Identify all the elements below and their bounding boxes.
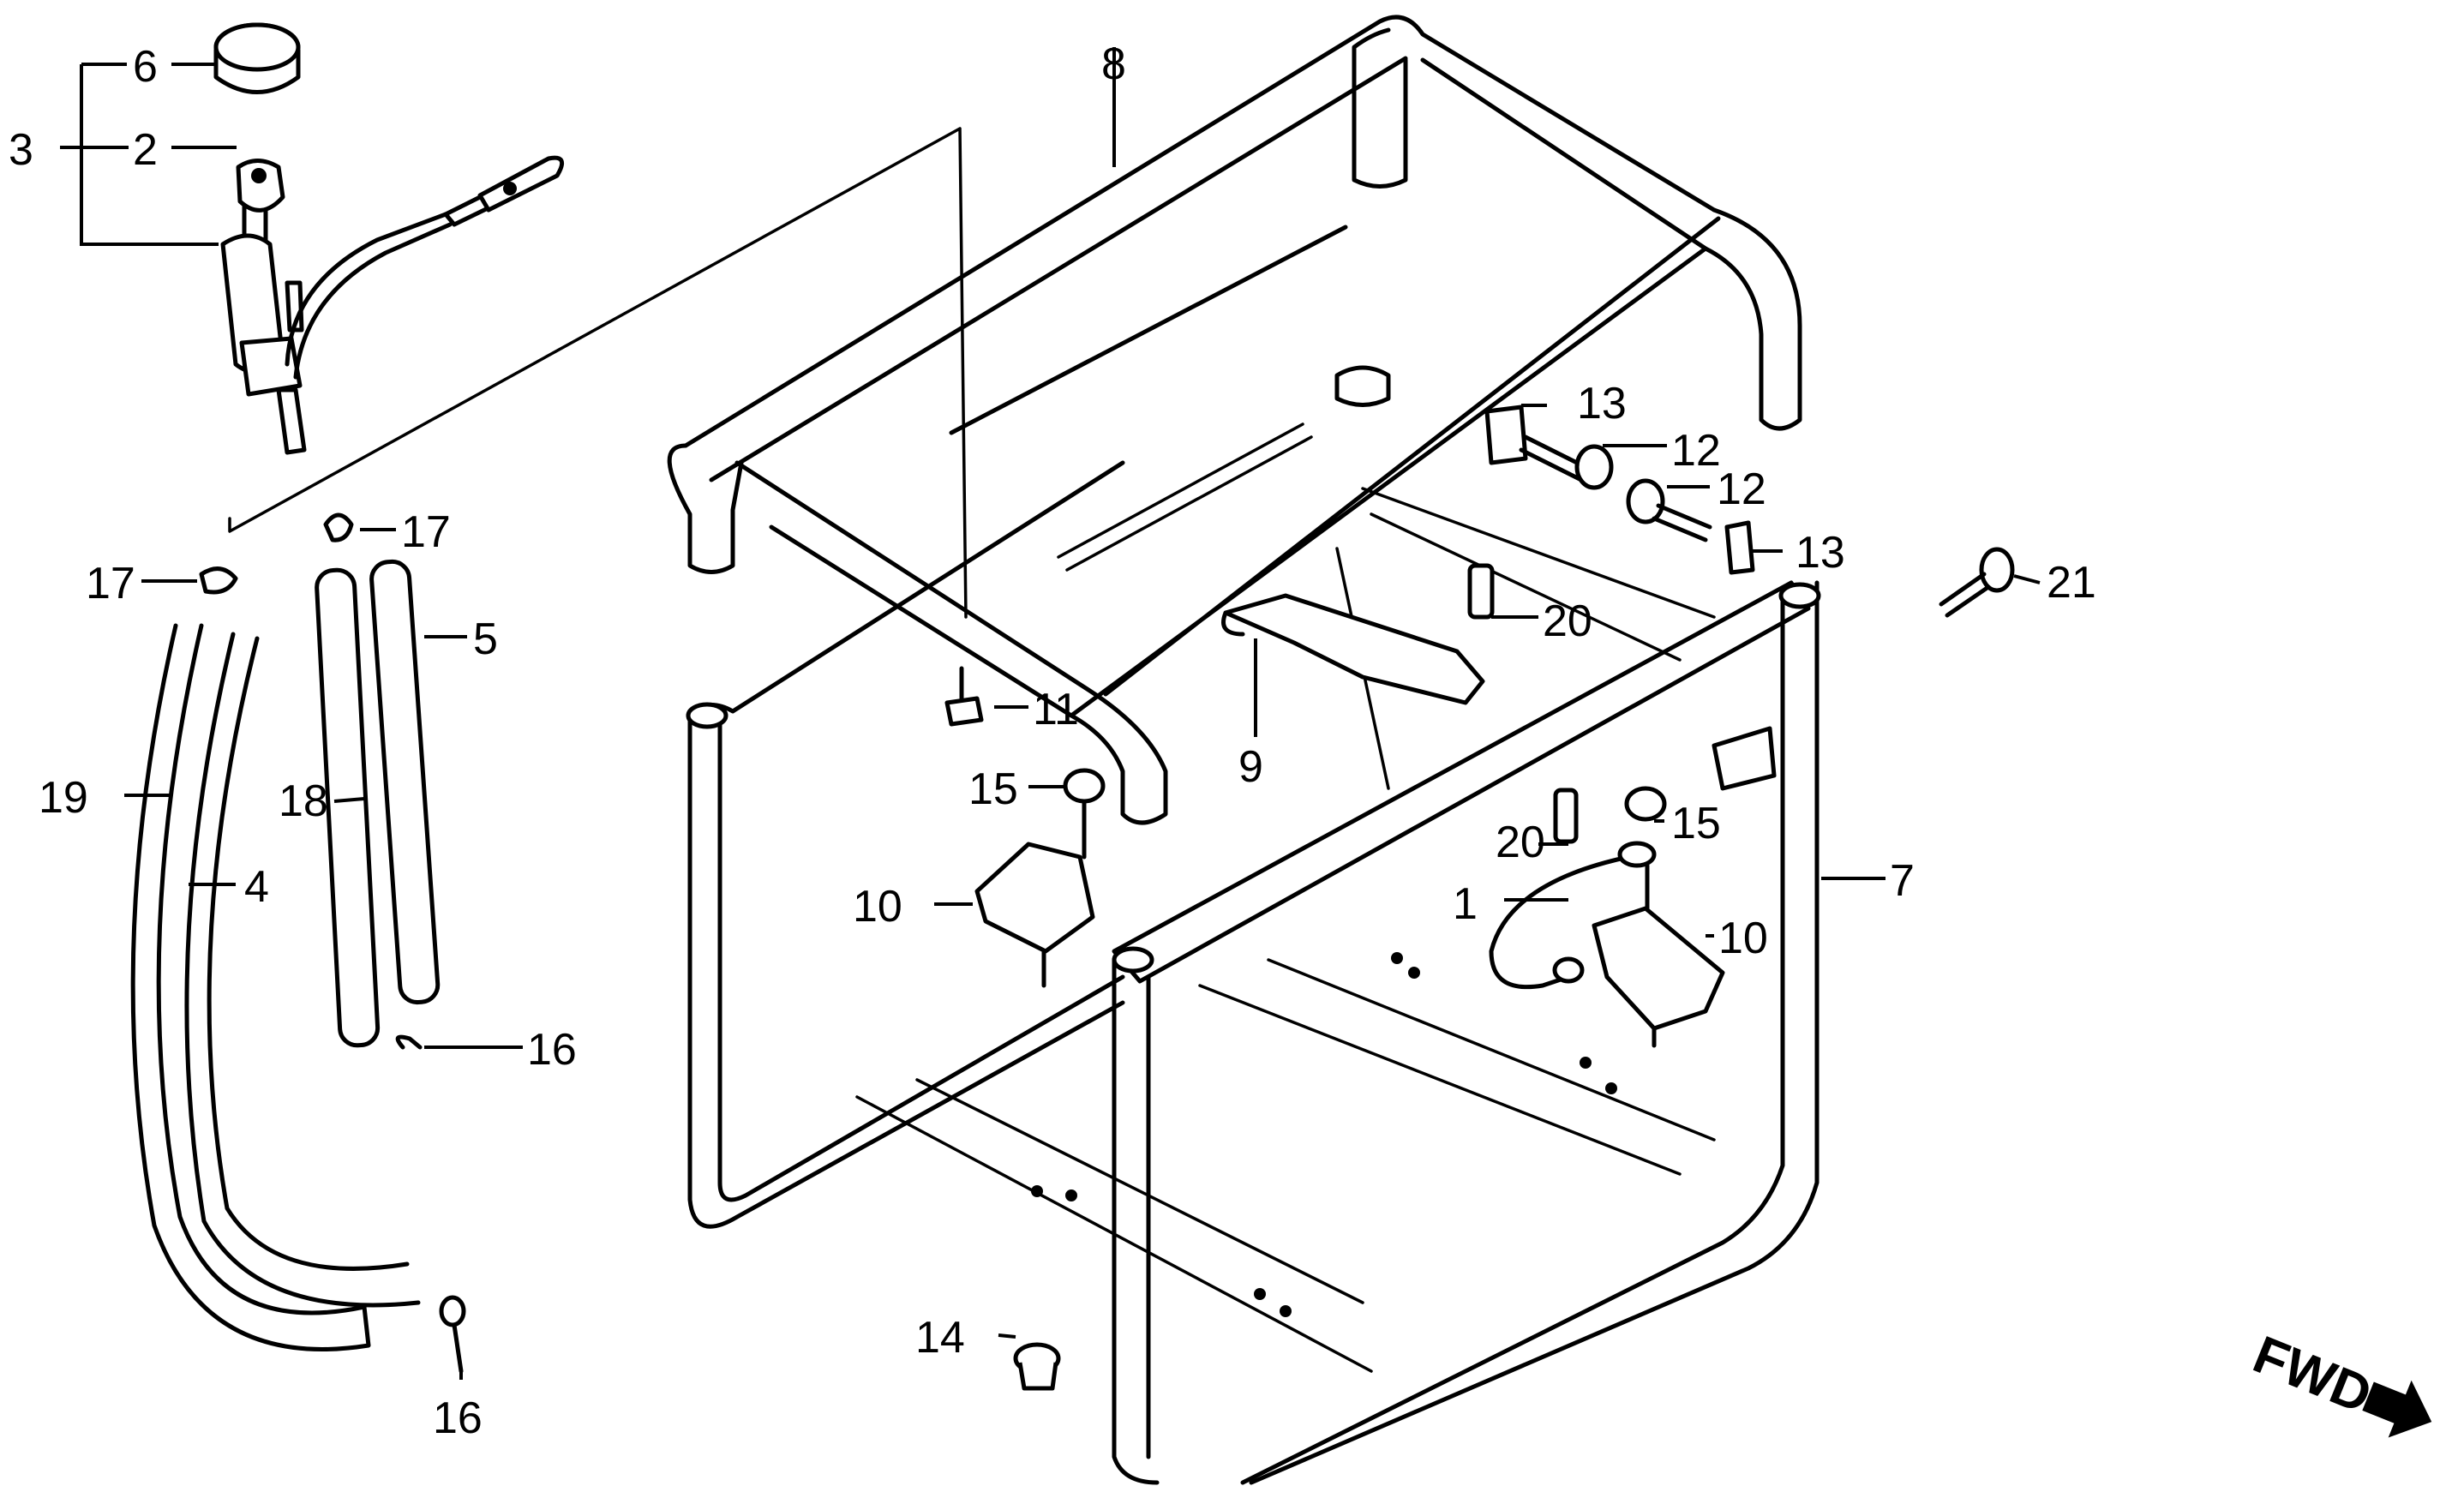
callout-19: 19 bbox=[39, 773, 88, 823]
part-12-bolt-a[interactable] bbox=[1519, 434, 1614, 490]
part-10-mount-right[interactable] bbox=[1592, 863, 1725, 1048]
switch-assembly-group bbox=[60, 22, 565, 455]
part-15-nut-a[interactable] bbox=[1063, 768, 1106, 804]
leader-lines bbox=[124, 47, 2041, 1380]
callout-12-a: 12 bbox=[1671, 426, 1721, 476]
callout-17-b: 17 bbox=[86, 559, 135, 608]
bracket-line-3 bbox=[60, 63, 219, 246]
callout-18: 18 bbox=[279, 776, 328, 826]
callout-16-b: 16 bbox=[433, 1393, 483, 1443]
callout-labels: 6 3 2 8 13 12 12 13 21 20 9 11 15 15 20 … bbox=[9, 39, 2096, 1443]
callout-8: 8 bbox=[1101, 39, 1126, 89]
callout-4: 4 bbox=[244, 862, 269, 912]
part-17-clamp-b[interactable] bbox=[199, 566, 238, 595]
part-20-bolt-a[interactable] bbox=[1467, 563, 1495, 620]
part-7-base-frame[interactable] bbox=[686, 460, 1821, 1485]
part-20-bolt-b[interactable] bbox=[1553, 788, 1579, 844]
callout-17-a: 17 bbox=[401, 507, 451, 557]
part-13-clip-a[interactable] bbox=[1484, 404, 1528, 465]
part-16-clip-b[interactable] bbox=[439, 1295, 466, 1374]
arrow-right-icon bbox=[2362, 1380, 2432, 1438]
part-18-hose[interactable] bbox=[315, 567, 381, 1048]
callout-7: 7 bbox=[1890, 856, 1915, 906]
callout-3: 3 bbox=[9, 125, 33, 175]
part-2-knob[interactable] bbox=[236, 159, 285, 247]
part-16-clip-a[interactable] bbox=[395, 1034, 423, 1050]
callout-13-b: 13 bbox=[1796, 528, 1845, 578]
callout-2: 2 bbox=[133, 125, 158, 175]
callout-11: 11 bbox=[1033, 685, 1079, 734]
callout-10-a: 10 bbox=[853, 882, 902, 932]
forward-direction-indicator: FWD bbox=[2245, 1325, 2432, 1438]
part-4-hose[interactable] bbox=[184, 632, 421, 1308]
callout-20-a: 20 bbox=[1543, 596, 1592, 646]
callout-14: 14 bbox=[915, 1313, 965, 1363]
callout-16-a: 16 bbox=[527, 1025, 577, 1075]
part-9-bracket[interactable] bbox=[1221, 593, 1485, 705]
fwd-label: FWD bbox=[2245, 1325, 2380, 1425]
callout-1: 1 bbox=[1453, 879, 1478, 929]
part-6-cap[interactable] bbox=[213, 22, 301, 94]
part-10-mount-left[interactable] bbox=[974, 786, 1095, 988]
part-11-screw[interactable] bbox=[944, 666, 984, 727]
part-17-clamp-a[interactable] bbox=[323, 512, 354, 542]
mounting-reference-lines bbox=[228, 127, 968, 619]
callout-6: 6 bbox=[133, 42, 158, 92]
part-13-clip-b[interactable] bbox=[1724, 520, 1755, 575]
callout-21: 21 bbox=[2047, 558, 2096, 608]
callout-10-b: 10 bbox=[1718, 914, 1768, 963]
part-15-nut-b[interactable] bbox=[1624, 786, 1667, 822]
callout-5: 5 bbox=[473, 614, 498, 664]
callout-15-a: 15 bbox=[968, 764, 1018, 814]
part-8-top-frame[interactable] bbox=[667, 15, 1802, 825]
callout-9: 9 bbox=[1238, 742, 1263, 792]
part-1-ground-wire[interactable] bbox=[1489, 841, 1657, 990]
callout-20-b: 20 bbox=[1496, 818, 1545, 867]
callout-15-b: 15 bbox=[1671, 799, 1721, 848]
part-21-bolt[interactable] bbox=[1939, 547, 2015, 618]
callout-12-b: 12 bbox=[1717, 464, 1766, 514]
part-14-grommet[interactable] bbox=[1013, 1342, 1061, 1391]
part-3-switch[interactable] bbox=[220, 155, 565, 455]
callout-13-a: 13 bbox=[1577, 379, 1627, 428]
part-12-bolt-b[interactable] bbox=[1626, 478, 1712, 542]
part-5-hose[interactable] bbox=[369, 559, 441, 1005]
